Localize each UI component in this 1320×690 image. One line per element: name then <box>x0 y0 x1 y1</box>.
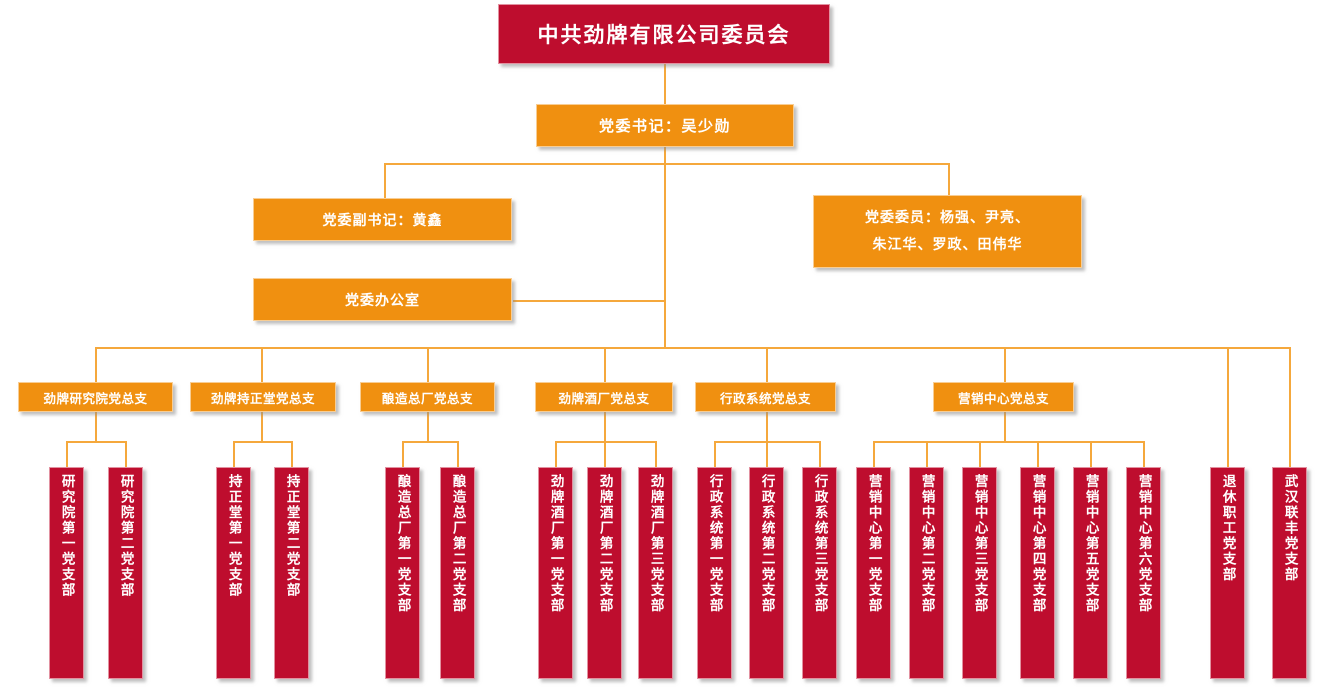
connector-branch3-stem <box>427 412 429 442</box>
leaf-node-wuhanlianfeng[interactable]: 武汉联丰党支部 <box>1272 467 1307 679</box>
connector-bus-to-branch-4 <box>604 347 606 382</box>
connector-branch5-leaf1 <box>714 441 716 467</box>
leaf-label: 持正堂第一党支部 <box>225 474 242 598</box>
connector-branch6-stem <box>1004 412 1006 442</box>
leaf-node-yanjiuyuan-1[interactable]: 研究院第一党支部 <box>49 467 84 679</box>
leaf-node-yanjiuyuan-2[interactable]: 研究院第二党支部 <box>108 467 143 679</box>
connector-bus-to-branch-1 <box>95 347 97 382</box>
connector-bus-to-branch-2 <box>261 347 263 382</box>
leaf-node-xingzheng-1[interactable]: 行政系统第一党支部 <box>697 467 732 679</box>
connector-branch3-bus <box>402 441 457 443</box>
leaf-label: 退休职工党支部 <box>1219 474 1236 583</box>
leaf-node-jiuchang-3[interactable]: 劲牌酒厂第三党支部 <box>638 467 673 679</box>
leaf-label: 营销中心第六党支部 <box>1135 474 1152 614</box>
connector-branch2-stem <box>261 412 263 442</box>
leaf-node-niangzao-1[interactable]: 酿造总厂第一党支部 <box>385 467 420 679</box>
connector-branch4-leaf3 <box>655 441 657 467</box>
connector-branch6-leaf1 <box>873 441 875 467</box>
leaf-node-xingzheng-2[interactable]: 行政系统第二党支部 <box>749 467 784 679</box>
connector-level2-bus <box>384 163 950 165</box>
connector-branch2-bus <box>233 441 291 443</box>
leaf-node-yingxiao-4[interactable]: 营销中心第四党支部 <box>1020 467 1055 679</box>
branch-node-yanjiuyuan[interactable]: 劲牌研究院党总支 <box>18 382 173 412</box>
connector-branch3-leaf1 <box>402 441 404 467</box>
leaf-label: 研究院第二党支部 <box>117 474 134 598</box>
leaf-node-yingxiao-3[interactable]: 营销中心第三党支部 <box>962 467 997 679</box>
connector-to-members <box>948 163 950 195</box>
connector-branch5-leaf3 <box>819 441 821 467</box>
node-deputy-secretary[interactable]: 党委副书记：黄鑫 <box>253 198 512 241</box>
leaf-label: 营销中心第四党支部 <box>1029 474 1046 614</box>
connector-bus-to-leaf-20 <box>1289 347 1291 467</box>
node-committee-members[interactable]: 党委委员：杨强、尹亮、 朱江华、罗政、田伟华 <box>813 195 1082 268</box>
branch-node-jinpaijiuchang[interactable]: 劲牌酒厂党总支 <box>535 382 673 412</box>
committee-members-line-2: 朱江华、罗政、田伟华 <box>872 236 1023 253</box>
leaf-label: 营销中心第二党支部 <box>918 474 935 614</box>
connector-branch6-leaf3 <box>979 441 981 467</box>
leaf-label: 酿造总厂第二党支部 <box>449 474 466 614</box>
leaf-node-yingxiao-5[interactable]: 营销中心第五党支部 <box>1073 467 1108 679</box>
leaf-label: 酿造总厂第一党支部 <box>394 474 411 614</box>
leaf-label: 行政系统第一党支部 <box>706 474 723 614</box>
connector-branch6-leaf4 <box>1037 441 1039 467</box>
connector-office-to-spine <box>513 300 665 302</box>
connector-branch-bus <box>95 347 1290 349</box>
connector-bus-to-branch-3 <box>427 347 429 382</box>
leaf-label: 劲牌酒厂第三党支部 <box>647 474 664 614</box>
node-party-secretary[interactable]: 党委书记：吴少勋 <box>536 104 794 147</box>
leaf-label: 行政系统第二党支部 <box>758 474 775 614</box>
leaf-node-niangzao-2[interactable]: 酿造总厂第二党支部 <box>440 467 475 679</box>
connector-branch4-stem <box>604 412 606 442</box>
connector-bus-to-branch-5 <box>766 347 768 382</box>
node-party-office[interactable]: 党委办公室 <box>253 278 512 321</box>
connector-branch2-leaf1 <box>233 441 235 467</box>
root-node-party-committee[interactable]: 中共劲牌有限公司委员会 <box>498 4 830 64</box>
committee-members-line-1: 党委委员：杨强、尹亮、 <box>865 209 1030 226</box>
connector-branch6-bus <box>873 441 1143 443</box>
connector-branch6-leaf5 <box>1090 441 1092 467</box>
leaf-node-chizhengtang-2[interactable]: 持正堂第二党支部 <box>274 467 309 679</box>
branch-node-niangzaozongchang[interactable]: 酿造总厂党总支 <box>360 382 495 412</box>
connector-branch1-leaf2 <box>125 441 127 467</box>
leaf-label: 营销中心第一党支部 <box>865 474 882 614</box>
connector-branch4-leaf2 <box>604 441 606 467</box>
leaf-label: 持正堂第二党支部 <box>283 474 300 598</box>
leaf-node-tuixiuzhigong[interactable]: 退休职工党支部 <box>1210 467 1245 679</box>
connector-branch1-stem <box>95 412 97 442</box>
connector-branch2-leaf2 <box>291 441 293 467</box>
connector-to-deputy <box>384 163 386 198</box>
branch-node-yingxiaozhongxin[interactable]: 营销中心党总支 <box>933 382 1074 412</box>
leaf-label: 劲牌酒厂第一党支部 <box>547 474 564 614</box>
leaf-node-xingzheng-3[interactable]: 行政系统第三党支部 <box>802 467 837 679</box>
leaf-label: 研究院第一党支部 <box>58 474 75 598</box>
connector-branch1-bus <box>66 441 125 443</box>
leaf-label: 行政系统第三党支部 <box>811 474 828 614</box>
connector-branch6-leaf2 <box>926 441 928 467</box>
connector-branch4-leaf1 <box>555 441 557 467</box>
connector-branch6-leaf6 <box>1143 441 1145 467</box>
leaf-label: 劲牌酒厂第二党支部 <box>596 474 613 614</box>
leaf-node-yingxiao-6[interactable]: 营销中心第六党支部 <box>1126 467 1161 679</box>
connector-bus-to-leaf-19 <box>1227 347 1229 467</box>
connector-branch1-leaf1 <box>66 441 68 467</box>
leaf-node-jiuchang-2[interactable]: 劲牌酒厂第二党支部 <box>587 467 622 679</box>
leaf-node-jiuchang-1[interactable]: 劲牌酒厂第一党支部 <box>538 467 573 679</box>
connector-secretary-spine <box>664 147 666 347</box>
leaf-node-yingxiao-2[interactable]: 营销中心第二党支部 <box>909 467 944 679</box>
branch-node-xingzhengxitong[interactable]: 行政系统党总支 <box>695 382 836 412</box>
connector-branch3-leaf2 <box>457 441 459 467</box>
leaf-label: 营销中心第三党支部 <box>971 474 988 614</box>
branch-node-chizhengtang[interactable]: 劲牌持正堂党总支 <box>190 382 336 412</box>
leaf-label: 营销中心第五党支部 <box>1082 474 1099 614</box>
leaf-node-yingxiao-1[interactable]: 营销中心第一党支部 <box>856 467 891 679</box>
leaf-node-chizhengtang-1[interactable]: 持正堂第一党支部 <box>216 467 251 679</box>
connector-root-to-secretary <box>664 64 666 104</box>
connector-branch5-leaf2 <box>766 441 768 467</box>
connector-bus-to-branch-6 <box>1004 347 1006 382</box>
leaf-label: 武汉联丰党支部 <box>1281 474 1298 583</box>
connector-branch5-stem <box>766 412 768 442</box>
